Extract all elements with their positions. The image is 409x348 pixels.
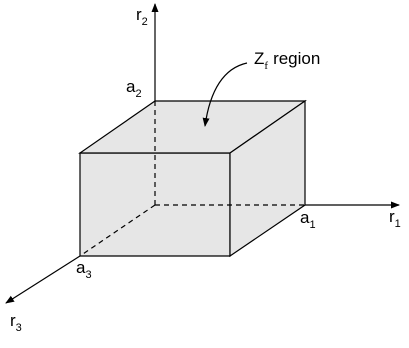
axis-label-r2: r2 bbox=[136, 5, 148, 28]
tick-label-a1: a1 bbox=[300, 208, 316, 231]
axis-r3 bbox=[5, 255, 81, 304]
region-callout-arrow bbox=[202, 62, 248, 127]
hidden-edge-r3 bbox=[79, 204, 156, 257]
axis-label-r3: r3 bbox=[10, 311, 22, 334]
axis-label-r1: r1 bbox=[389, 207, 401, 230]
tick-label-a2: a2 bbox=[126, 77, 142, 100]
tick-label-a3: a3 bbox=[76, 258, 92, 281]
